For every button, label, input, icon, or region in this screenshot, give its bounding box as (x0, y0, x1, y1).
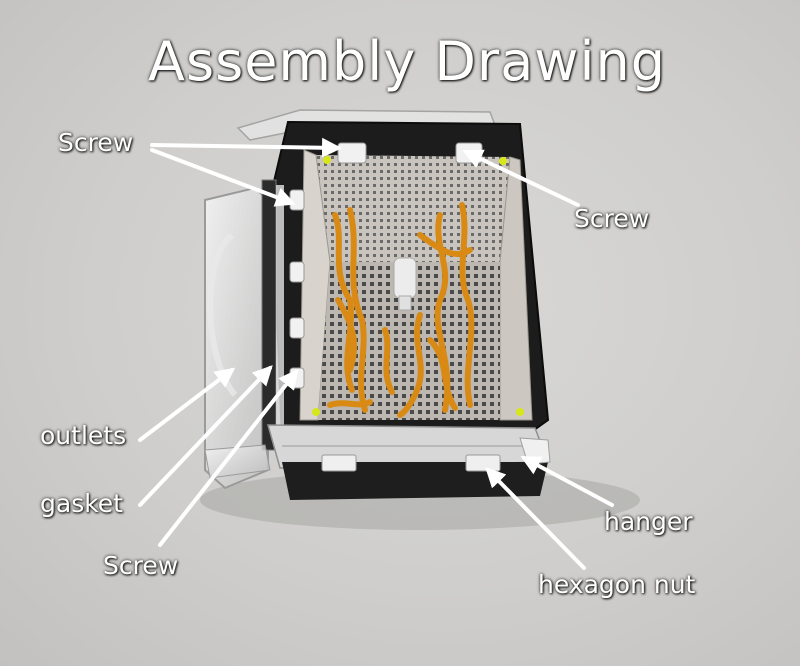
label-gasket: gasket (40, 489, 123, 518)
drain-fitting (393, 257, 417, 299)
label-hanger: hanger (604, 507, 693, 536)
arrow-hexagon-nut (485, 467, 586, 570)
label-screw-bottom: Screw (103, 551, 179, 580)
orange-tubing (327, 202, 475, 418)
arrow-gasket (138, 365, 273, 507)
right-inner-wall (499, 156, 533, 421)
label-screw-top-left: Screw (58, 128, 134, 157)
hexagon-nut-right (465, 454, 501, 472)
arrow-hanger (520, 456, 614, 507)
arrow-outlets (138, 367, 236, 442)
label-hexagon-nut: hexagon nut (538, 570, 696, 599)
label-screw-top-right: Screw (574, 204, 650, 233)
arrow-screw-bottom (158, 368, 299, 547)
arrow-screw-side (150, 148, 296, 207)
back-mesh-wall (314, 155, 510, 262)
arrow-screw-right (462, 149, 580, 207)
hexagon-nut-left (321, 454, 357, 472)
callout-arrows (138, 137, 614, 570)
diagram-title: Assembly Drawing (148, 30, 666, 93)
label-outlets: outlets (40, 421, 127, 450)
arrow-screw-top (150, 137, 342, 158)
